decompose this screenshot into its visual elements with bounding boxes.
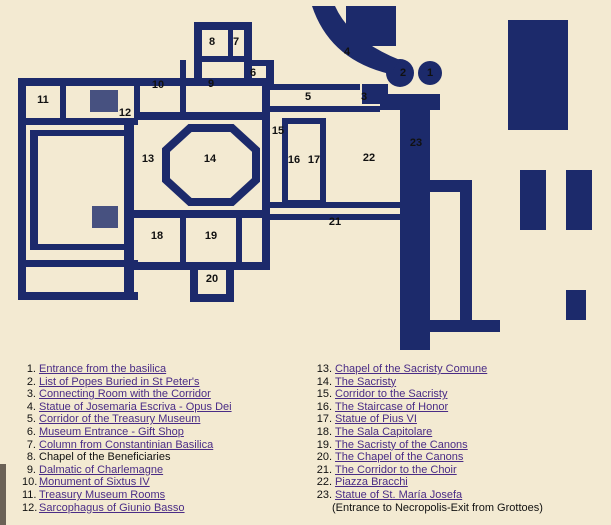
- svg-text:7: 7: [233, 36, 239, 48]
- legend-number: 20.: [316, 451, 332, 464]
- walls: [18, 6, 592, 350]
- legend-item: 11.Treasury Museum Rooms: [22, 489, 232, 502]
- legend-item: 12.Sarcophagus of Giunio Basso: [22, 502, 232, 515]
- legend-link[interactable]: Statue of Pius VI: [335, 413, 417, 426]
- legend-link[interactable]: The Staircase of Honor: [335, 400, 449, 413]
- legend-number: 4.: [26, 400, 36, 413]
- svg-text:8: 8: [209, 36, 215, 48]
- legend-item: 6.Museum Entrance - Gift Shop: [22, 426, 232, 439]
- legend-link[interactable]: Corridor to the Sacristy: [335, 388, 448, 401]
- legend-item: 23.Statue of St. María Josefa: [316, 489, 543, 502]
- legend-link[interactable]: Dalmatic of Charlemagne: [39, 463, 164, 476]
- legend-item: 20.The Chapel of the Canons: [316, 451, 543, 464]
- svg-text:9: 9: [208, 78, 214, 90]
- legend-number: 7.: [26, 438, 36, 451]
- legend-number: 19.: [316, 438, 332, 451]
- legend-number: 10.: [22, 476, 38, 489]
- legend-number: 18.: [316, 425, 332, 438]
- legend-item: 3.Connecting Room with the Corridor: [22, 388, 232, 401]
- legend-link[interactable]: Museum Entrance - Gift Shop: [39, 425, 184, 438]
- legend-item: 22.Piazza Bracchi: [316, 476, 543, 489]
- legend-note: (Entrance to Necropolis-Exit from Grotto…: [332, 501, 543, 514]
- legend-number: 11.: [22, 488, 37, 501]
- svg-text:6: 6: [250, 67, 256, 79]
- legend-item: 21.The Corridor to the Choir: [316, 464, 543, 477]
- legend-item: 1.Entrance from the basilica: [22, 363, 232, 376]
- legend-link[interactable]: Chapel of the Sacristy Comune: [335, 363, 488, 375]
- legend-item: 14.The Sacristy: [316, 376, 543, 389]
- room-labels: 1 2 3 4 5 6 7 8 9 10 11 12 13 14 15 16 1…: [37, 36, 433, 285]
- legend-number: 16.: [316, 400, 332, 413]
- legend-link[interactable]: Connecting Room with the Corridor: [39, 388, 211, 401]
- legend-link[interactable]: The Corridor to the Choir: [335, 463, 457, 476]
- legend-item: 18.The Sala Capitolare: [316, 426, 543, 439]
- legend-item: 8.Chapel of the Beneficiaries: [22, 451, 232, 464]
- svg-text:19: 19: [205, 230, 217, 242]
- svg-text:18: 18: [151, 230, 163, 242]
- svg-text:4: 4: [344, 46, 351, 58]
- legend-link[interactable]: The Sala Capitolare: [335, 425, 433, 438]
- legend-link[interactable]: The Sacristy of the Canons: [335, 438, 468, 451]
- svg-text:12: 12: [119, 107, 131, 119]
- legend-item: 9.Dalmatic of Charlemagne: [22, 464, 232, 477]
- legend-number: 22.: [316, 476, 332, 489]
- svg-text:11: 11: [37, 94, 49, 106]
- legend-number: 3.: [26, 388, 36, 401]
- legend-number: 6.: [26, 425, 36, 438]
- svg-text:2: 2: [400, 67, 406, 79]
- legend-link[interactable]: List of Popes Buried in St Peter's: [39, 375, 200, 388]
- svg-text:3: 3: [361, 91, 367, 103]
- legend-item: 4.Statue of Josemaria Escriva - Opus Dei: [22, 401, 232, 414]
- svg-text:22: 22: [363, 152, 375, 164]
- legend-item: 13.Chapel of the Sacristy Comune: [316, 363, 543, 376]
- svg-text:20: 20: [206, 273, 218, 285]
- legend-link[interactable]: Statue of Josemaria Escriva - Opus Dei: [39, 400, 232, 413]
- legend-number: 2.: [26, 375, 36, 388]
- legend-item: 17.Statue of Pius VI: [316, 413, 543, 426]
- legend-item: 19.The Sacristy of the Canons: [316, 439, 543, 452]
- legend-text: Chapel of the Beneficiaries: [39, 451, 171, 464]
- photo-edge: [0, 464, 6, 525]
- legend-link[interactable]: Corridor of the Treasury Museum: [39, 413, 201, 426]
- legend-link[interactable]: The Sacristy: [335, 375, 397, 388]
- legend-number: 13.: [316, 363, 332, 375]
- legend-item: 15.Corridor to the Sacristy: [316, 388, 543, 401]
- svg-text:15: 15: [272, 125, 284, 137]
- svg-text:23: 23: [410, 137, 422, 149]
- svg-text:1: 1: [427, 67, 433, 79]
- legend-link[interactable]: Piazza Bracchi: [335, 476, 408, 489]
- legend-number: 9.: [26, 463, 36, 476]
- legend-number: 21.: [316, 463, 332, 476]
- svg-text:17: 17: [308, 154, 320, 166]
- legend-link[interactable]: Sarcophagus of Giunio Basso: [39, 501, 185, 514]
- legend-link[interactable]: The Chapel of the Canons: [335, 451, 464, 464]
- legend-link[interactable]: Entrance from the basilica: [39, 363, 167, 375]
- legend-item: 2.List of Popes Buried in St Peter's: [22, 376, 232, 389]
- legend-number: 5.: [26, 413, 36, 426]
- floor-plan-map: 1 2 3 4 5 6 7 8 9 10 11 12 13 14 15 16 1…: [18, 6, 592, 350]
- legend-number: 23.: [316, 488, 332, 501]
- legend-link[interactable]: Column from Constantinian Basilica: [39, 438, 214, 451]
- legend-number: 15.: [316, 388, 332, 401]
- legend-item: 7.Column from Constantinian Basilica: [22, 439, 232, 452]
- svg-text:5: 5: [305, 91, 311, 103]
- legend-item: 5.Corridor of the Treasury Museum: [22, 413, 232, 426]
- svg-text:16: 16: [288, 154, 300, 166]
- legend-item: 16.The Staircase of Honor: [316, 401, 543, 414]
- legend-number: 14.: [316, 375, 332, 388]
- legend-link[interactable]: Statue of St. María Josefa: [335, 488, 463, 501]
- svg-text:21: 21: [329, 216, 341, 228]
- legend-item: 10.Monument of Sixtus IV: [22, 476, 232, 489]
- legend-number: 17.: [316, 413, 332, 426]
- svg-text:13: 13: [142, 153, 154, 165]
- svg-text:10: 10: [152, 79, 164, 91]
- legend-number: 8.: [26, 451, 36, 464]
- svg-text:14: 14: [204, 153, 217, 165]
- legend-link[interactable]: Monument of Sixtus IV: [39, 476, 150, 489]
- legend-number: 12.: [22, 501, 38, 514]
- legend-number: 1.: [26, 363, 36, 375]
- legend-link[interactable]: Treasury Museum Rooms: [39, 488, 166, 501]
